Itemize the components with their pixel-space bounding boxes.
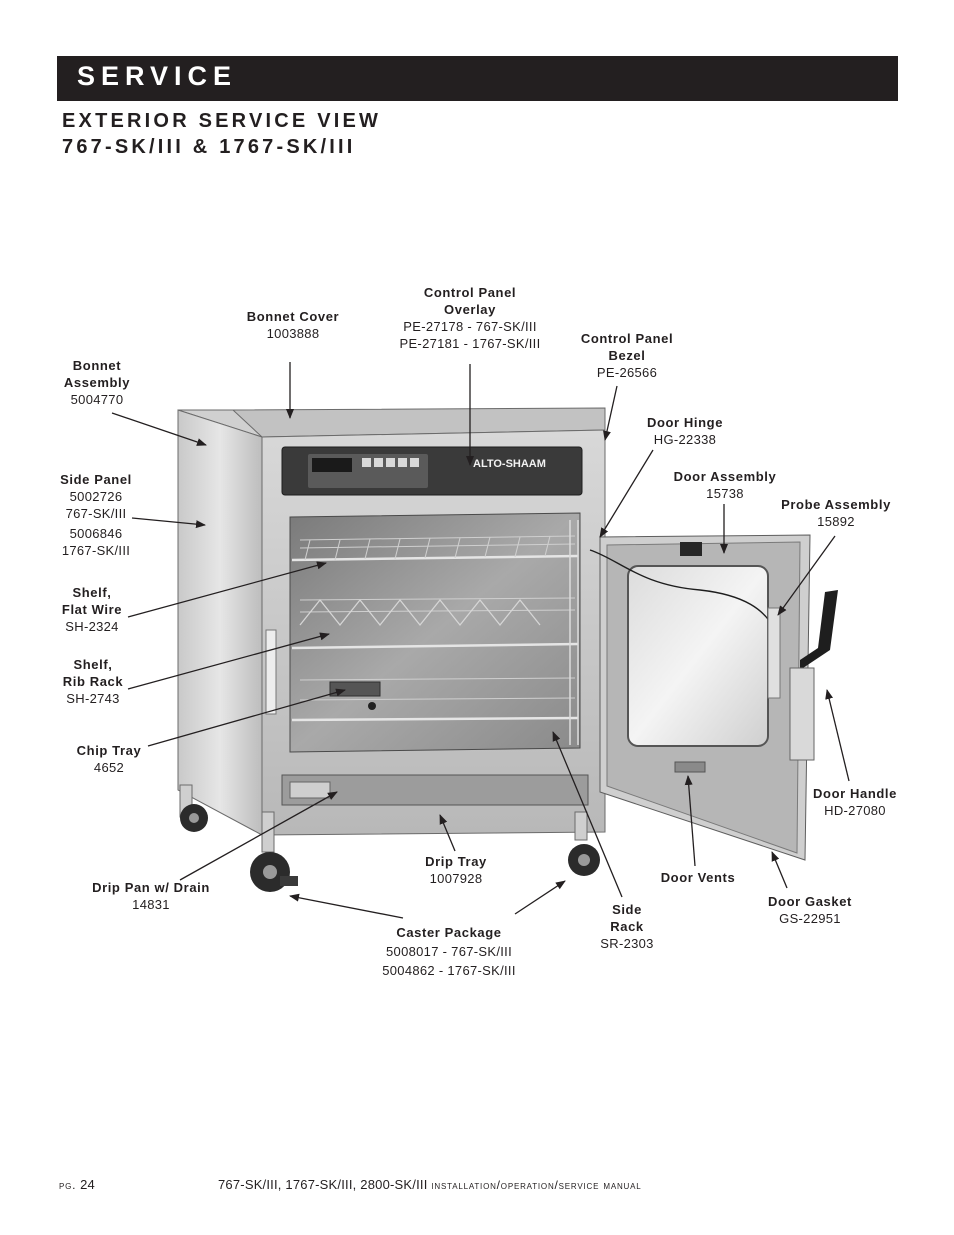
label-caster-package: Caster Package 5008017 - 767-SK/III 5004… xyxy=(382,925,516,978)
callout-arrow xyxy=(603,385,618,441)
callout-arrow xyxy=(147,688,346,747)
label-chip-tray: Chip Tray 4652 xyxy=(76,743,142,775)
callout-arrow xyxy=(127,632,330,690)
label-door-hinge: Door Hinge HG-22338 xyxy=(646,415,724,447)
callout-arrow xyxy=(127,561,327,618)
label-drip-pan: Drip Pan w/ Drain 14831 xyxy=(92,880,210,912)
alto-shaam-logo: ALTO-SHAAM xyxy=(473,458,546,470)
view-title-line2: 767-SK/III & 1767-SK/III xyxy=(62,136,356,158)
label-bonnet-cover: Bonnet Cover 1003888 xyxy=(246,309,340,341)
view-title-line1: EXTERIOR SERVICE VIEW xyxy=(62,110,382,132)
page-number: pg. 24 xyxy=(59,1177,95,1192)
callout-arrow xyxy=(289,893,404,919)
label-control-panel-bezel: Control Panel Bezel PE-26566 xyxy=(580,331,674,380)
label-door-assembly: Door Assembly 15738 xyxy=(673,469,777,501)
section-header-bar: SERVICE xyxy=(57,56,898,101)
label-probe-assembly: Probe Assembly 15892 xyxy=(781,497,891,529)
callout-arrow xyxy=(179,791,338,881)
callout-arrow xyxy=(514,880,566,915)
manual-title: 767-SK/III, 1767-SK/III, 2800-SK/III ins… xyxy=(218,1177,642,1192)
label-drip-tray: Drip Tray 1007928 xyxy=(425,854,487,886)
label-door-handle: Door Handle HD-27080 xyxy=(813,786,897,818)
callout-arrow xyxy=(599,449,654,538)
callout-arrow xyxy=(684,775,696,867)
label-control-panel-overlay: Control Panel Overlay PE-27178 - 767-SK/… xyxy=(399,285,541,351)
oven-door xyxy=(589,534,838,861)
callout-arrow xyxy=(825,689,850,782)
label-door-vents: Door Vents xyxy=(660,870,736,885)
callout-arrow xyxy=(552,731,623,898)
callout-lines xyxy=(111,362,850,919)
label-shelf-flat-wire: Shelf, Flat Wire SH-2324 xyxy=(61,585,123,634)
label-shelf-rib-rack: Shelf, Rib Rack SH-2743 xyxy=(62,657,124,706)
oven-cabinet: ALTO-SHAAM xyxy=(177,407,606,892)
callout-arrow xyxy=(777,535,836,616)
callout-arrow xyxy=(131,517,206,529)
section-title: SERVICE xyxy=(77,61,238,91)
callout-arrow xyxy=(439,814,456,852)
callout-arrow xyxy=(111,412,207,446)
label-door-gasket: Door Gasket GS-22951 xyxy=(768,894,852,926)
label-side-panel: Side Panel 5002726 767-SK/III 5006846 17… xyxy=(60,472,132,558)
callout-arrow xyxy=(771,851,788,889)
label-bonnet-assembly: Bonnet Assembly 5004770 xyxy=(63,358,131,407)
label-side-rack: Side Rack SR-2303 xyxy=(600,902,654,951)
